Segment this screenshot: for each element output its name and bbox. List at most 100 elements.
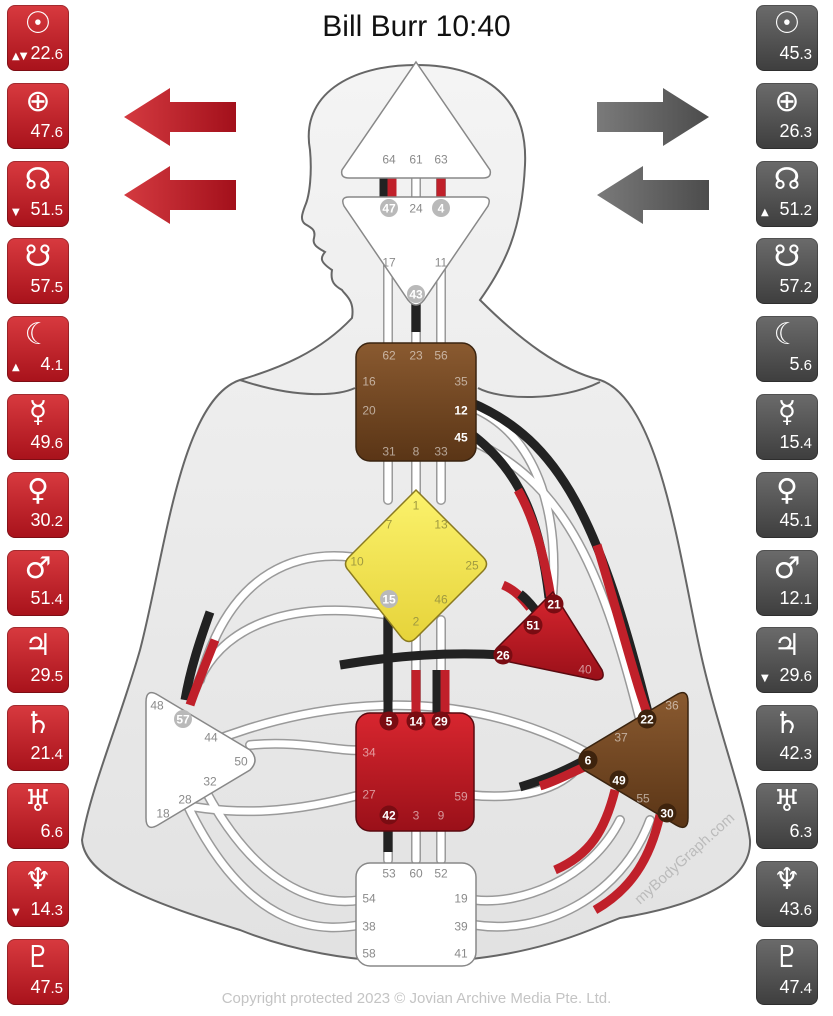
- design-jupiter-tile[interactable]: ♃29.5: [7, 627, 69, 694]
- gate-label-1[interactable]: 1: [413, 499, 420, 513]
- gate-label-23[interactable]: 23: [409, 349, 423, 363]
- gate-label-30[interactable]: 30: [660, 807, 674, 821]
- design-venus-tile[interactable]: ♀30.2: [7, 471, 69, 538]
- gate-label-19[interactable]: 19: [454, 892, 468, 906]
- gate-label-17[interactable]: 17: [382, 256, 396, 270]
- gate-label-44[interactable]: 44: [204, 731, 218, 745]
- gate-label-10[interactable]: 10: [350, 555, 364, 569]
- gate-label-57[interactable]: 57: [176, 713, 190, 727]
- gate-label-35[interactable]: 35: [454, 375, 468, 389]
- gate-label-56[interactable]: 56: [434, 349, 448, 363]
- gate-label-4[interactable]: 4: [438, 202, 445, 216]
- gate-label-12[interactable]: 12: [454, 404, 468, 418]
- design-saturn-tile[interactable]: ♄21.4: [7, 705, 69, 772]
- gate-label-33[interactable]: 33: [434, 445, 448, 459]
- gate-label-55[interactable]: 55: [636, 792, 650, 806]
- gate-label-3[interactable]: 3: [413, 809, 420, 823]
- line-number: .4: [50, 590, 63, 608]
- gate-label-58[interactable]: 58: [362, 947, 376, 961]
- gate-label-8[interactable]: 8: [413, 445, 420, 459]
- gate-label-14[interactable]: 14: [409, 715, 423, 729]
- gate-label-43[interactable]: 43: [409, 288, 423, 302]
- design-earth-tile[interactable]: ⊕47.6: [7, 82, 69, 149]
- gate-label-45[interactable]: 45: [454, 431, 468, 445]
- gate-label-48[interactable]: 48: [150, 699, 164, 713]
- design-sun-tile[interactable]: ☉▲▼22.6: [7, 5, 69, 71]
- design-uranus-tile[interactable]: ♅6.6: [7, 782, 69, 849]
- gate-label-6[interactable]: 6: [585, 754, 592, 768]
- g-center: [344, 488, 488, 643]
- personality-venus-tile[interactable]: ♀45.1: [756, 471, 818, 538]
- gate-label-54[interactable]: 54: [362, 892, 376, 906]
- design-mercury-tile[interactable]: ☿49.6: [7, 393, 69, 460]
- line-number: .4: [799, 434, 812, 452]
- gate-label-41[interactable]: 41: [454, 947, 468, 961]
- gate-label-38[interactable]: 38: [362, 920, 376, 934]
- personality-mars-tile[interactable]: ♂12.1: [756, 549, 818, 616]
- gate-label-53[interactable]: 53: [382, 867, 396, 881]
- gate-label-24[interactable]: 24: [409, 202, 423, 216]
- design-moon-tile[interactable]: ☾▲4.1: [7, 316, 69, 383]
- gate-label-21[interactable]: 21: [547, 598, 561, 612]
- gate-label-26[interactable]: 26: [496, 649, 510, 663]
- gate-label-62[interactable]: 62: [382, 349, 396, 363]
- design-pluto-tile[interactable]: ♇47.5: [7, 938, 69, 1005]
- gate-label-40[interactable]: 40: [578, 663, 592, 677]
- personality-jupiter-tile[interactable]: ♃▼29.6: [756, 627, 818, 694]
- gate-label-11[interactable]: 11: [435, 256, 448, 270]
- channel-45-red: [514, 487, 556, 599]
- personality-south-node-tile[interactable]: ☋57.2: [756, 238, 818, 305]
- gate-label-64[interactable]: 64: [382, 153, 396, 167]
- gate-label-7[interactable]: 7: [386, 518, 393, 532]
- personality-saturn-tile[interactable]: ♄42.3: [756, 705, 818, 772]
- personality-earth-tile[interactable]: ⊕26.3: [756, 82, 818, 149]
- personality-neptune-tile[interactable]: ♆43.6: [756, 860, 818, 927]
- design-mars-tile[interactable]: ♂51.4: [7, 549, 69, 616]
- design-neptune-tile[interactable]: ♆▼14.3: [7, 860, 69, 927]
- gate-label-50[interactable]: 50: [234, 755, 248, 769]
- gate-label-51[interactable]: 51: [526, 619, 540, 633]
- gate-label-46[interactable]: 46: [434, 593, 448, 607]
- gate-label-34[interactable]: 34: [362, 746, 376, 760]
- personality-pluto-tile[interactable]: ♇47.4: [756, 938, 818, 1005]
- gate-label-5[interactable]: 5: [386, 715, 393, 729]
- gate-label-37[interactable]: 37: [614, 731, 628, 745]
- design-north-node-tile[interactable]: ☊▼51.5: [7, 160, 69, 227]
- gate-line-value: 4.1: [40, 354, 63, 376]
- gate-label-16[interactable]: 16: [362, 375, 376, 389]
- gate-label-47[interactable]: 47: [382, 202, 396, 216]
- gate-label-18[interactable]: 18: [156, 807, 170, 821]
- personality-uranus-tile[interactable]: ♅6.3: [756, 782, 818, 849]
- gate-label-22[interactable]: 22: [640, 713, 654, 727]
- gate-label-9[interactable]: 9: [438, 809, 445, 823]
- gate-label-42[interactable]: 42: [382, 809, 396, 823]
- gate-label-29[interactable]: 29: [434, 715, 448, 729]
- gate-line-value: 51.2: [779, 199, 812, 221]
- gate-label-39[interactable]: 39: [454, 920, 468, 934]
- gate-label-32[interactable]: 32: [203, 775, 217, 789]
- gate-label-59[interactable]: 59: [454, 790, 468, 804]
- gate-label-20[interactable]: 20: [362, 404, 376, 418]
- gate-label-49[interactable]: 49: [612, 774, 626, 788]
- line-number: .1: [799, 512, 812, 530]
- gate-label-28[interactable]: 28: [178, 793, 192, 807]
- personality-moon-tile[interactable]: ☾5.6: [756, 316, 818, 383]
- gate-label-63[interactable]: 63: [434, 153, 448, 167]
- gate-label-31[interactable]: 31: [382, 445, 396, 459]
- gate-label-36[interactable]: 36: [665, 699, 679, 713]
- design-south-node-tile[interactable]: ☋57.5: [7, 238, 69, 305]
- gate-number: 22: [30, 43, 51, 63]
- gate-label-27[interactable]: 27: [362, 788, 376, 802]
- personality-sun-tile[interactable]: ☉45.3: [756, 5, 818, 71]
- gate-label-60[interactable]: 60: [409, 867, 423, 881]
- earth-icon: ⊕: [774, 83, 800, 119]
- personality-mercury-tile[interactable]: ☿15.4: [756, 393, 818, 460]
- line-number: .6: [799, 668, 812, 686]
- gate-label-2[interactable]: 2: [413, 615, 420, 629]
- gate-label-13[interactable]: 13: [434, 518, 448, 532]
- gate-label-61[interactable]: 61: [409, 153, 423, 167]
- gate-label-52[interactable]: 52: [434, 867, 448, 881]
- personality-north-node-tile[interactable]: ☊▲51.2: [756, 160, 818, 227]
- gate-label-15[interactable]: 15: [382, 593, 396, 607]
- gate-label-25[interactable]: 25: [465, 559, 479, 573]
